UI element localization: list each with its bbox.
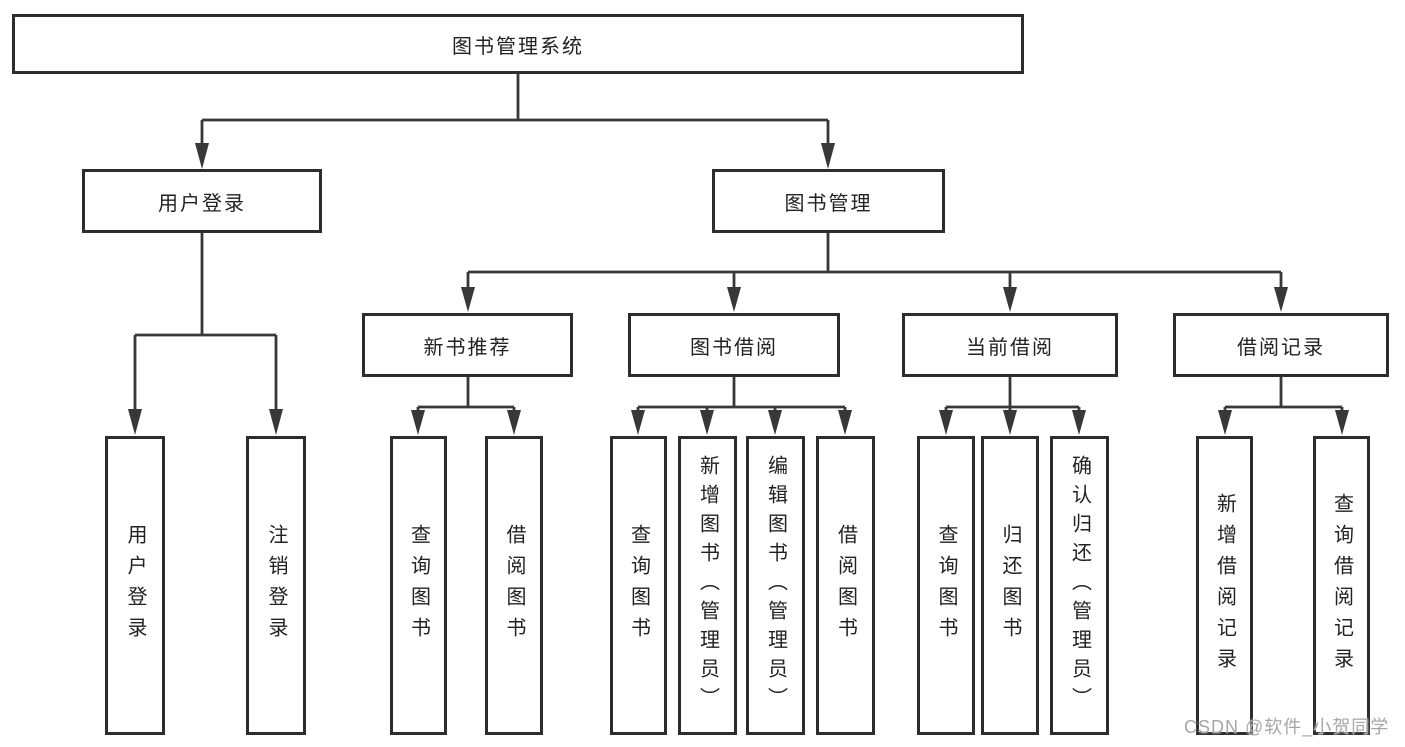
node-book-management: 图书管理 [712, 169, 945, 233]
leaf-borrow-query-books: 查询图书 [610, 436, 667, 735]
node-book-borrow: 图书借阅 [628, 313, 840, 377]
connector-new-book-rec-children [416, 377, 516, 413]
arrowheads [128, 143, 1349, 435]
connector-user-login-children [133, 233, 278, 412]
connector-borrow-records-children [1223, 377, 1344, 413]
node-new-book-recommend: 新书推荐 [362, 313, 573, 377]
leaf-confirm-return-admin: 确认归还（管理员） [1050, 436, 1109, 735]
leaf-logout: 注销登录 [246, 436, 306, 735]
connector-book-borrow-children [636, 377, 847, 413]
node-borrow-records: 借阅记录 [1173, 313, 1389, 377]
leaf-current-query-books: 查询图书 [917, 436, 975, 735]
connector-book-mgmt-children [466, 233, 1283, 290]
csdn-watermark: CSDN @软件_小贺同学 [1184, 717, 1390, 737]
connector-root-to-level2 [200, 74, 830, 146]
node-current-borrow: 当前借阅 [902, 313, 1118, 377]
node-user-login: 用户登录 [82, 169, 322, 233]
leaf-recommend-query-books: 查询图书 [390, 436, 447, 735]
leaf-user-login: 用户登录 [105, 436, 165, 735]
node-root-system: 图书管理系统 [12, 14, 1024, 74]
leaf-borrow-books: 借阅图书 [816, 436, 875, 735]
leaf-return-books: 归还图书 [981, 436, 1039, 735]
leaf-add-borrow-record: 新增借阅记录 [1196, 436, 1253, 735]
leaf-recommend-borrow-books: 借阅图书 [485, 436, 543, 735]
connector-current-borrow-children [944, 377, 1081, 413]
leaf-add-books-admin: 新增图书（管理员） [678, 436, 737, 735]
leaf-edit-books-admin: 编辑图书（管理员） [746, 436, 805, 735]
leaf-query-borrow-record: 查询借阅记录 [1313, 436, 1370, 735]
